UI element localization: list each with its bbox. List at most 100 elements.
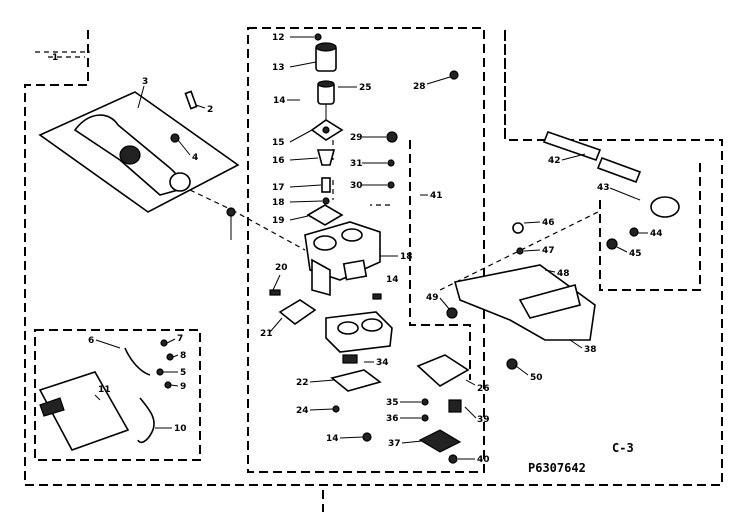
part-36 — [421, 414, 429, 422]
leader-8 — [172, 354, 179, 358]
part-42-rod-1 — [542, 130, 602, 162]
switch-box-boundary — [34, 329, 201, 461]
leader-16 — [289, 157, 319, 161]
part-40 — [448, 454, 458, 464]
callout-38: 38 — [584, 345, 597, 355]
leader-19 — [289, 215, 309, 221]
part-30 — [387, 181, 395, 189]
callout-44: 44 — [650, 229, 663, 239]
callout-37: 37 — [388, 439, 401, 449]
leader-4 — [177, 139, 191, 156]
callout-24: 24 — [296, 406, 309, 416]
leader-15 — [289, 129, 313, 143]
leader-48 — [544, 269, 556, 273]
callout-21: 21 — [260, 329, 273, 339]
callout-14c: 14 — [326, 434, 339, 444]
bracket-slot — [518, 284, 581, 319]
part-21-plate — [278, 299, 317, 325]
part-35 — [421, 398, 429, 406]
callout-35: 35 — [386, 398, 399, 408]
callout-20: 20 — [275, 263, 288, 273]
part-9 — [164, 381, 172, 389]
callout-8: 8 — [180, 351, 186, 361]
section-label: C-3 — [612, 441, 634, 455]
leader-18 — [289, 200, 323, 203]
callout-10: 10 — [174, 424, 187, 434]
leader-49 — [439, 297, 451, 311]
part-25-top — [317, 80, 335, 88]
leader-42 — [561, 153, 586, 161]
part-6-wire — [124, 347, 151, 376]
valve-flange — [342, 259, 368, 281]
part-50 — [506, 358, 518, 370]
pin-part — [184, 90, 198, 110]
leader-43 — [609, 187, 641, 201]
burner-collar — [119, 145, 141, 165]
leader-26 — [465, 379, 476, 386]
part-13-top — [315, 42, 337, 52]
callout-6: 6 — [88, 336, 94, 346]
callout-47: 47 — [542, 246, 555, 256]
part-42-rod-2 — [596, 156, 642, 184]
callout-4: 4 — [192, 153, 198, 163]
callout-50: 50 — [530, 373, 543, 383]
leader-22 — [309, 379, 335, 383]
burner-orifice — [169, 172, 191, 192]
callout-9: 9 — [180, 382, 186, 392]
part-31 — [387, 159, 395, 167]
part-34 — [342, 354, 358, 364]
callout-42: 42 — [548, 156, 561, 166]
callout-22: 22 — [296, 378, 309, 388]
callout-11: 11 — [98, 385, 111, 395]
leader-17 — [289, 184, 322, 188]
callout-26: 26 — [477, 384, 490, 394]
part-49 — [446, 307, 458, 319]
burner-leader — [189, 189, 233, 211]
callout-18: 18 — [272, 198, 285, 208]
part-44 — [629, 227, 639, 237]
assembly-boundaries — [24, 27, 723, 512]
callout-5: 5 — [180, 368, 186, 378]
leader-21 — [269, 317, 283, 333]
part-45 — [606, 238, 618, 250]
parts — [35, 33, 680, 464]
callout-40: 40 — [477, 455, 490, 465]
valve-leader — [439, 211, 599, 291]
leader-6 — [95, 339, 121, 349]
callout-48: 48 — [557, 269, 570, 279]
leader-24 — [309, 408, 334, 411]
part-12-washer — [314, 33, 322, 41]
part-26-box — [416, 354, 470, 387]
block-port-1 — [337, 321, 359, 335]
leader-9 — [170, 384, 179, 387]
part-15-hole — [322, 126, 330, 134]
leader-lines — [94, 36, 648, 460]
part-17-pin — [321, 177, 331, 193]
leader-7 — [166, 338, 176, 344]
part-46 — [512, 222, 524, 234]
part-18-ring — [322, 197, 330, 205]
valve-base — [311, 258, 331, 297]
drawing-number: P6307642 — [528, 461, 586, 475]
callout-49: 49 — [426, 293, 439, 303]
part-28 — [449, 70, 459, 80]
part-10-wire — [137, 397, 155, 444]
bracket-boundary — [409, 140, 471, 380]
callout-25: 25 — [359, 83, 372, 93]
callout-1: 1 — [52, 53, 58, 63]
part-20 — [269, 289, 281, 296]
outer-boundary — [24, 30, 723, 486]
part-11-housing — [38, 371, 130, 451]
callout-16: 16 — [272, 156, 285, 166]
callout-41: 41 — [430, 191, 443, 201]
burner-nut — [226, 207, 236, 217]
callout-46: 46 — [542, 218, 555, 228]
part-24 — [332, 405, 340, 413]
leader-50 — [515, 365, 529, 376]
leader-37 — [401, 440, 423, 444]
valve-port-right — [341, 228, 363, 242]
leader-14c — [339, 436, 364, 439]
callout-30: 30 — [350, 181, 363, 191]
callout-13: 13 — [272, 63, 285, 73]
